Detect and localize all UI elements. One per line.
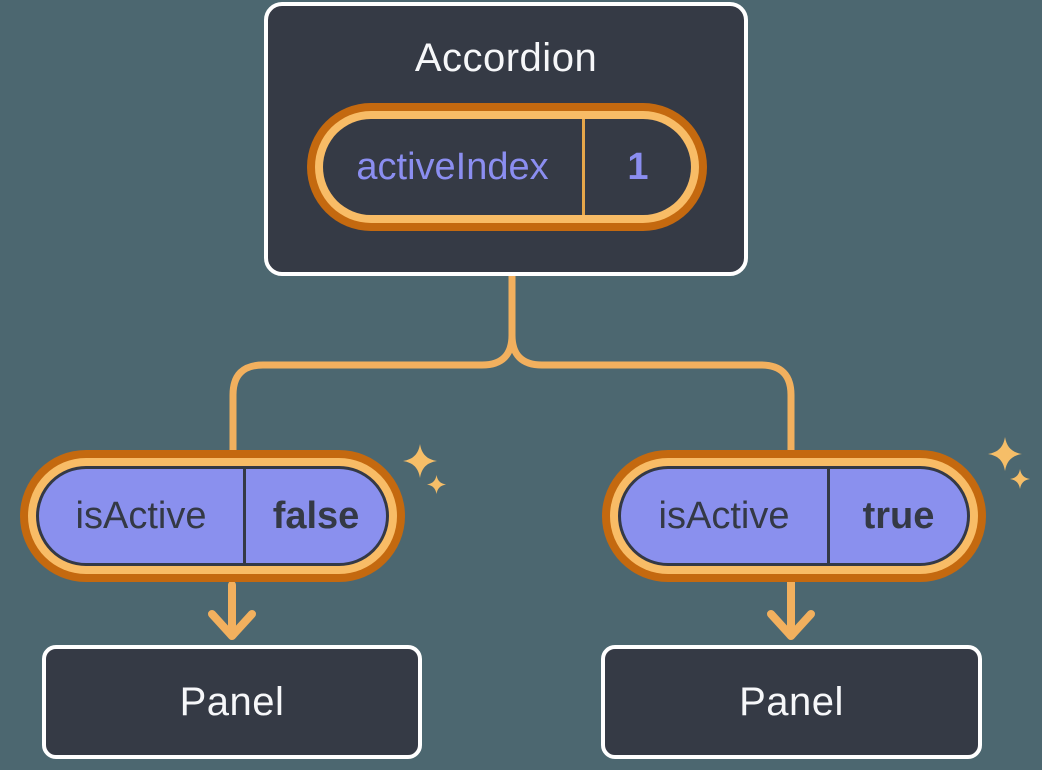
panel-node-right: Panel bbox=[601, 645, 982, 759]
state-pill-core: activeIndex 1 bbox=[323, 119, 691, 215]
prop-name: isActive bbox=[658, 494, 790, 537]
arrow-down-icon bbox=[208, 581, 256, 640]
sparkle-icon bbox=[427, 475, 446, 494]
tree-connector-lines bbox=[229, 269, 795, 456]
state-name: activeIndex bbox=[356, 145, 549, 188]
prop-pill-core: isActive true bbox=[618, 466, 970, 566]
connector-root-to-right-child bbox=[508, 326, 795, 456]
panel-node-title: Panel bbox=[179, 680, 285, 724]
pill-divider bbox=[827, 469, 830, 563]
prop-pill-ring: isActive false bbox=[28, 458, 397, 574]
sparkle-icon bbox=[1010, 469, 1030, 489]
sparkle-icon bbox=[988, 437, 1022, 471]
prop-name: isActive bbox=[75, 494, 207, 537]
state-pill-ring: activeIndex 1 bbox=[315, 111, 699, 223]
prop-pill-isactive-left: isActive false bbox=[20, 450, 405, 582]
pill-divider bbox=[582, 119, 585, 215]
prop-pill-isactive-right: isActive true bbox=[602, 450, 986, 582]
prop-value: true bbox=[862, 494, 935, 537]
prop-pill-core: isActive false bbox=[36, 466, 389, 566]
panel-node-left: Panel bbox=[42, 645, 422, 759]
connector-root-to-left-child bbox=[229, 269, 516, 456]
sparkle-icon bbox=[403, 444, 437, 478]
accordion-node-title: Accordion bbox=[414, 36, 598, 80]
arrow-down-icon bbox=[767, 577, 815, 640]
panel-node-title: Panel bbox=[739, 680, 844, 724]
prop-arrows bbox=[208, 577, 815, 640]
prop-value: false bbox=[272, 494, 360, 537]
pill-divider bbox=[243, 469, 246, 563]
prop-pill-ring: isActive true bbox=[610, 458, 978, 574]
state-value: 1 bbox=[627, 145, 649, 188]
state-pill-activeindex: activeIndex 1 bbox=[307, 103, 707, 231]
